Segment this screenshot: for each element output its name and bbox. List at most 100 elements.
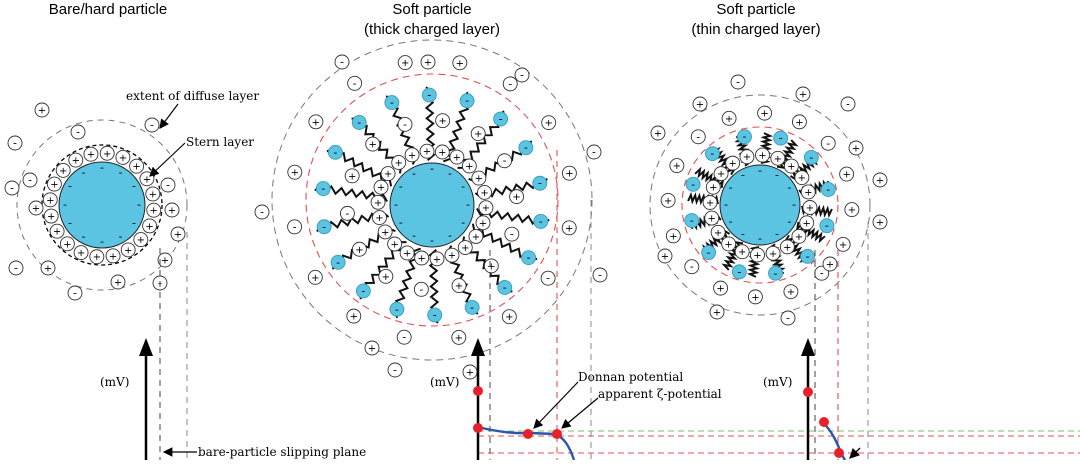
bare-axis-label: (mV) [100, 375, 129, 389]
diffuse-ion-sign: - [10, 182, 14, 195]
outer-ion [254, 204, 270, 220]
outer-ion-sign: + [368, 344, 376, 355]
diffuse-ion-sign: + [842, 170, 850, 181]
outer-ion [730, 74, 746, 90]
core-negative-charge: - [399, 180, 403, 193]
diffuse-ion [721, 110, 737, 126]
chain-end-anion [459, 93, 475, 109]
layer-ion [413, 281, 429, 297]
inner-cation [457, 240, 473, 255]
thin-axis-label: (mV) [763, 375, 792, 389]
stern-cation-sign: + [145, 221, 153, 232]
diffuse-ion [287, 164, 303, 180]
inner-cation [710, 224, 726, 240]
diffuse-ion-sign: + [565, 223, 573, 234]
arrow-donnan [533, 381, 579, 429]
arrow-zeta [561, 397, 599, 429]
bare-stern-boundary [41, 144, 163, 266]
inner-cation-sign: + [480, 188, 488, 199]
diffuse-ion-sign: + [716, 284, 724, 295]
inner-cation-sign: + [804, 187, 812, 198]
outer-ion-sign: + [852, 144, 860, 155]
diffuse-ion [451, 329, 467, 345]
chain-end-anion [464, 299, 480, 315]
inner-cation-sign: + [724, 239, 732, 250]
inner-cation [471, 170, 487, 186]
outer-ion [586, 144, 602, 160]
inner-cation [404, 147, 420, 163]
core-negative-charge: - [787, 181, 791, 194]
layer-ion-sign: - [419, 283, 423, 296]
layer-ion [470, 126, 486, 142]
chain-end-anion-sign: - [539, 215, 543, 228]
core-negative-charge: - [448, 229, 452, 242]
inner-cation-sign: + [774, 154, 782, 165]
outer-ion-sign: - [846, 98, 850, 111]
stern-cation [129, 158, 145, 174]
zeta-point [552, 429, 562, 439]
thin-soft-particle-group: ------------ ++++++++++++++++++++-------… [649, 74, 888, 326]
inner-cation [704, 210, 720, 226]
thin-point-curve [819, 417, 829, 427]
layer-ion-sign: - [510, 228, 514, 241]
chain-end-anion-sign: - [737, 265, 741, 278]
thin-core-charges: ------------ [724, 164, 796, 245]
inner-cation [387, 236, 403, 252]
outer-ion [709, 304, 725, 320]
core-negative-charge: - [466, 198, 470, 211]
diffuse-ion-sign: - [14, 262, 18, 275]
inner-cation-sign: + [433, 254, 441, 265]
outer-ion-sign: + [799, 90, 807, 101]
stern-cation-sign: + [72, 156, 80, 167]
diffuse-ion-sign: - [76, 126, 80, 139]
diffuse-ion [7, 135, 23, 151]
diffuse-ion [561, 220, 577, 236]
core-negative-charge: - [63, 198, 67, 211]
outer-ion-sign: - [520, 69, 524, 82]
diffuse-ion [684, 259, 700, 275]
inner-cation-sign: + [806, 203, 814, 214]
inner-cation [419, 143, 435, 159]
chain-end-anion [768, 265, 783, 281]
diffuse-ion [452, 55, 468, 71]
diffuse-ion [110, 274, 126, 290]
stern-cation-sign: + [47, 212, 55, 223]
chain-end-anion-sign: - [390, 96, 394, 109]
chain-end-anion [803, 149, 819, 165]
layer-ion-sign: + [487, 261, 495, 272]
core-negative-charge: - [132, 180, 136, 193]
label-apparent-zeta: apparent ζ-potential [598, 387, 722, 401]
outer-ion [387, 362, 403, 378]
inner-cation [475, 215, 491, 231]
chain-end-anion-sign: - [779, 132, 783, 145]
chain-end-anion [389, 301, 405, 317]
outer-ion-sign: + [713, 308, 721, 319]
inner-cation-sign: + [403, 248, 411, 259]
diffuse-ion-sign: - [166, 179, 170, 192]
core-negative-charge: - [448, 167, 452, 180]
inner-cation-sign: + [795, 232, 803, 243]
inner-cation-sign: + [377, 183, 385, 194]
thin-charged-layer-boundary [681, 126, 839, 284]
layer-ion-sign: + [382, 272, 390, 283]
layer-ion [509, 189, 525, 205]
stern-cation [120, 242, 136, 258]
chain-end-anion-sign: - [774, 267, 778, 280]
diffuse-ion [669, 158, 685, 174]
diffuse-ion [660, 192, 676, 208]
inner-cation [750, 247, 765, 263]
inner-cation [702, 195, 718, 210]
thin-point-axis-top [803, 387, 813, 397]
outer-ion-sign: + [696, 100, 704, 111]
title-soft-thick-line2: (thick charged layer) [364, 21, 500, 38]
stern-cation [145, 186, 161, 202]
inner-cation [734, 244, 750, 260]
outer-ion-sign: - [592, 146, 596, 159]
inner-cation-sign: + [482, 203, 490, 214]
inner-cation [372, 210, 387, 226]
diffuse-ion [40, 260, 56, 276]
inner-cation [449, 149, 465, 165]
diffuse-ion-sign: + [114, 278, 122, 289]
diffuse-ion-sign: + [725, 114, 733, 125]
inner-cation-sign: + [390, 239, 398, 250]
